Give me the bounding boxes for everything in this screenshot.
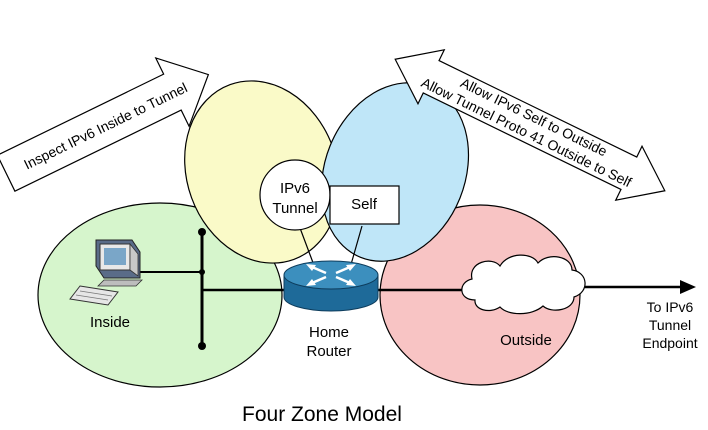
endpoint-label-2: Tunnel [649,317,691,333]
diagram-caption: Four Zone Model [242,403,402,426]
tunnel-label-1: IPv6 [280,180,310,197]
bus-node-bottom [198,342,206,350]
router-label-1: Home [309,324,349,341]
self-node [329,185,400,225]
tunnel-label-2: Tunnel [272,200,317,217]
inside-label: Inside [90,314,130,331]
endpoint-label-1: To IPv6 [647,299,694,315]
pc-icon [69,239,143,306]
self-label: Self [351,196,378,213]
bus-node-top [198,228,206,236]
endpoint-arrowhead-icon [680,280,696,294]
endpoint-label-3: Endpoint [642,335,697,351]
router-tunnel-link [299,227,316,269]
outside-label: Outside [500,332,552,349]
router-label-2: Router [306,343,351,360]
inspect-arrow-label: Inspect IPv6 Inside to Tunnel [21,79,190,172]
cloud-icon [461,254,586,315]
router-self-link [349,225,363,269]
router-icon [283,260,379,312]
